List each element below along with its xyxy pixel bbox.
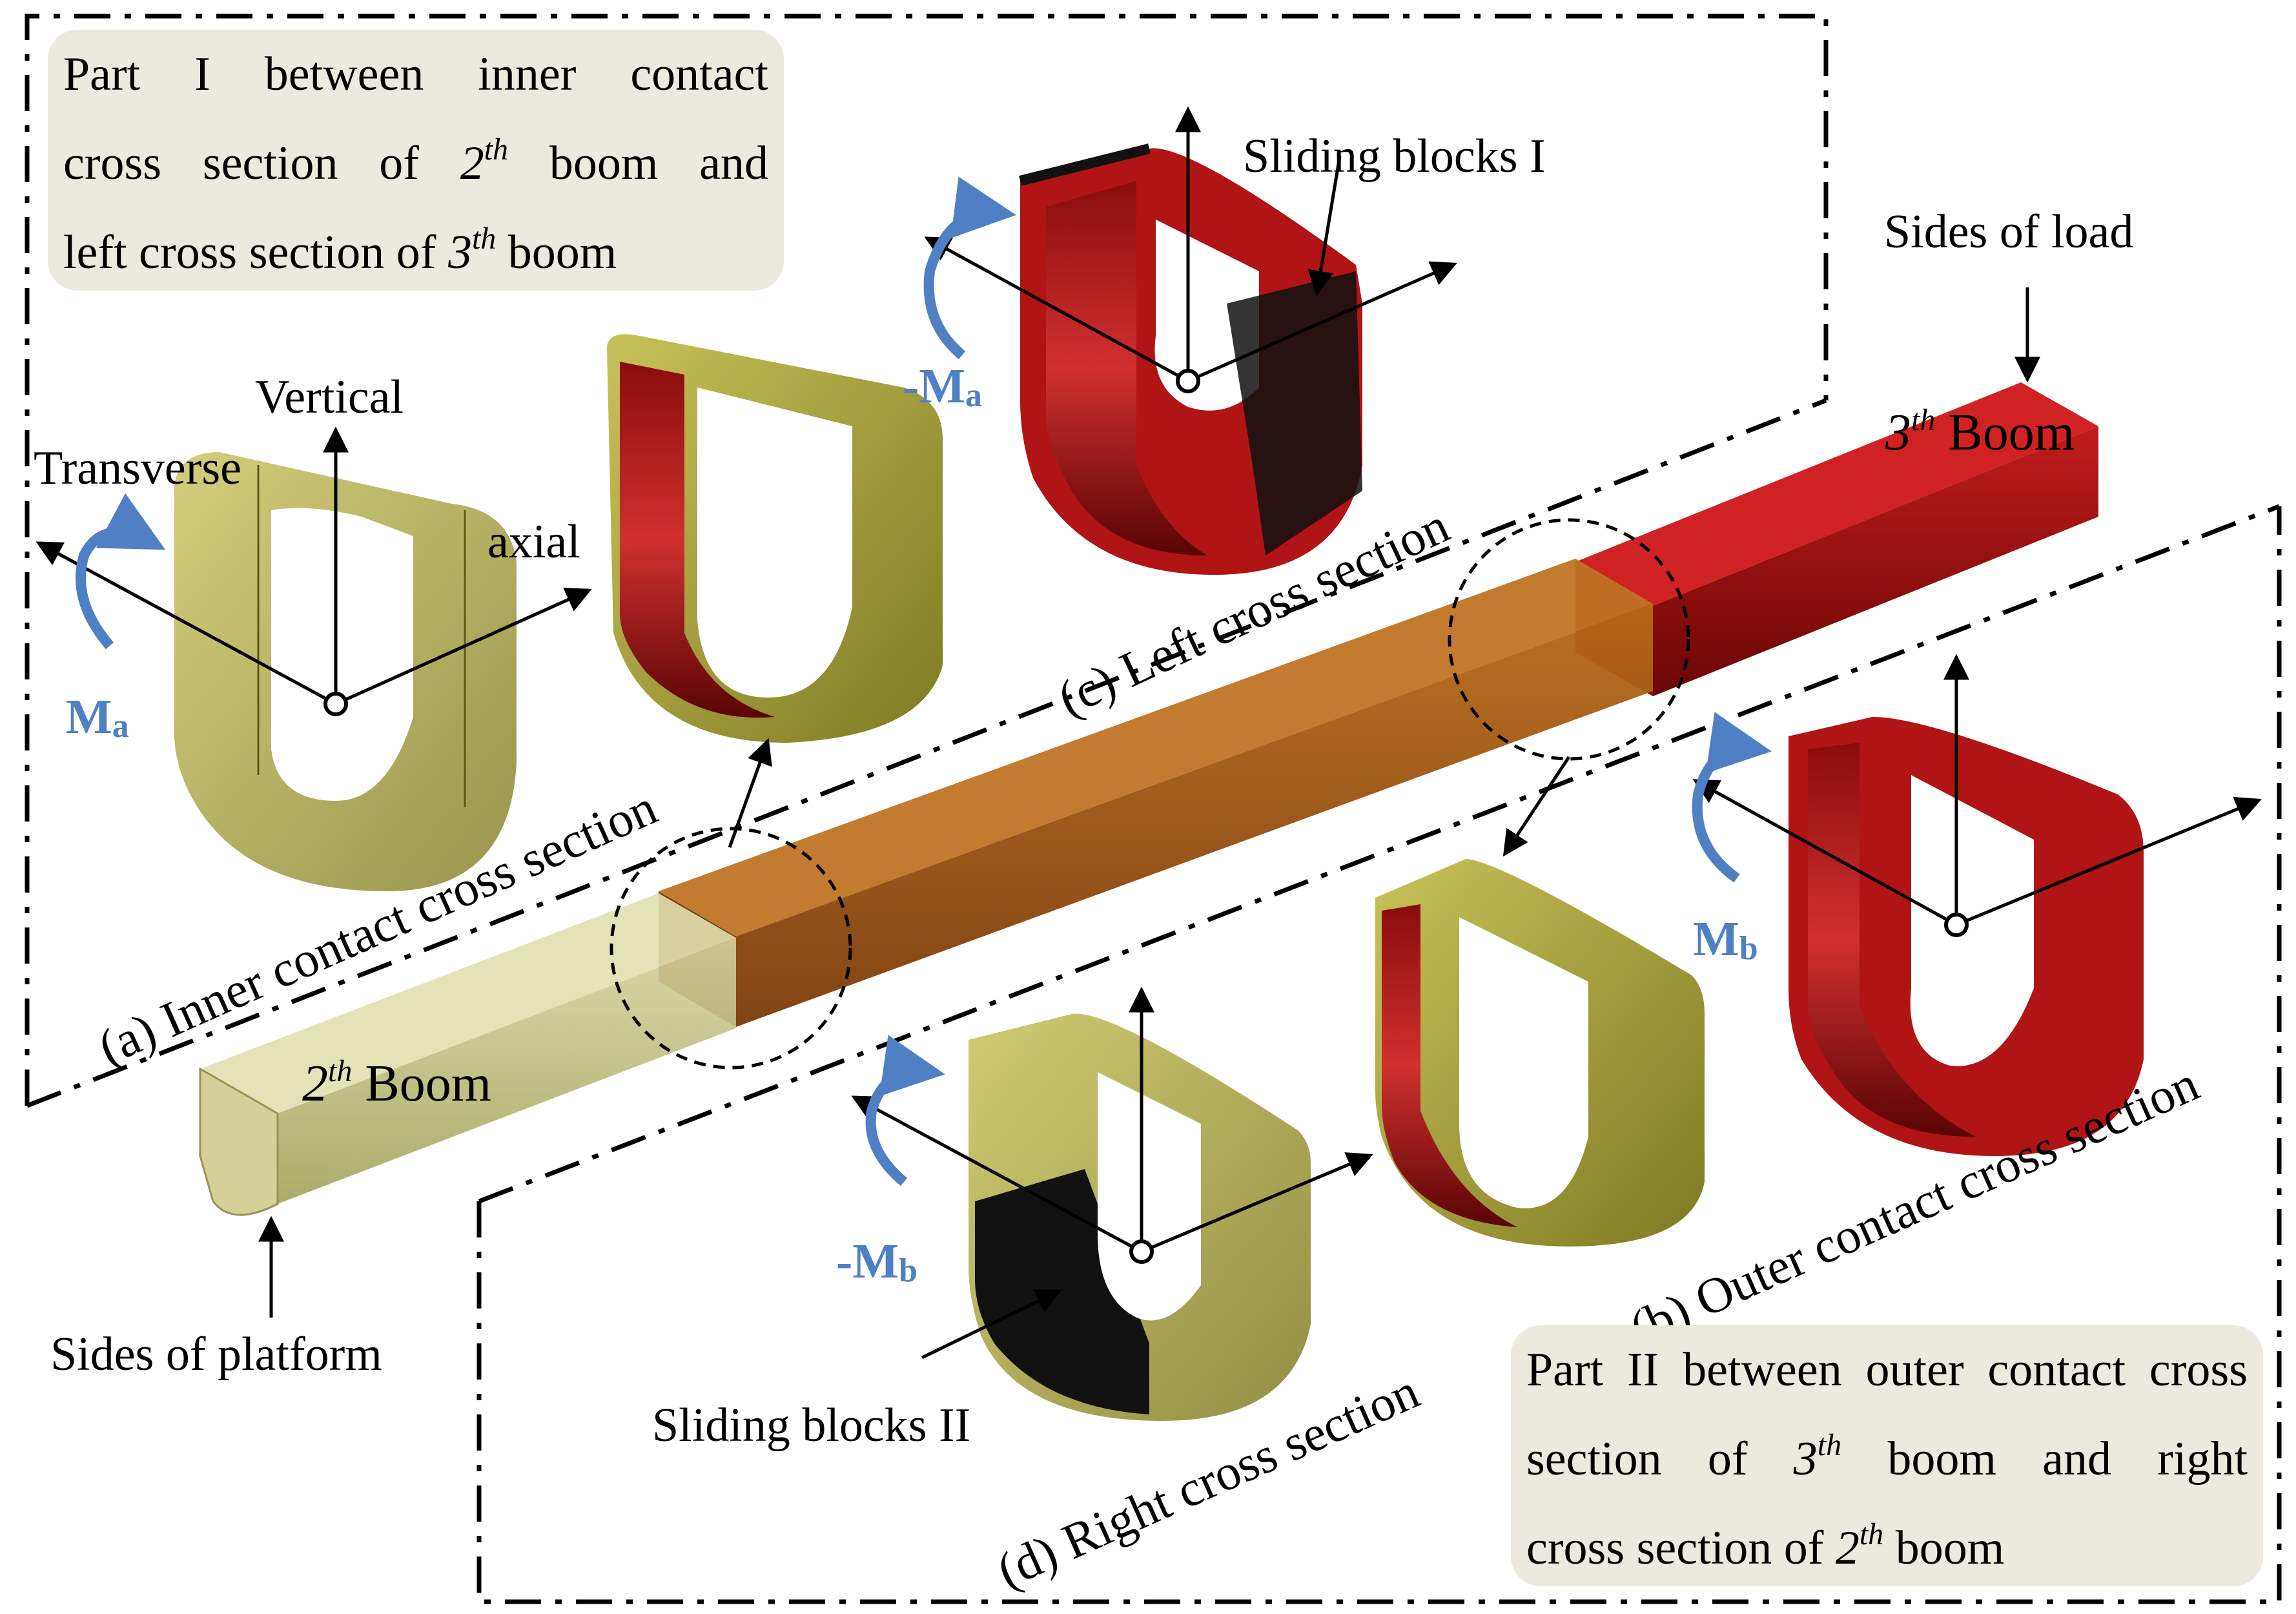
origin-d <box>1129 1239 1154 1264</box>
part-1-caption: Part I between inner contact cross secti… <box>48 30 784 291</box>
axial-label: axial <box>487 515 580 568</box>
boom-2-label: 2th Boom <box>302 1054 491 1112</box>
part-2-caption: Part II between outer contact cross sect… <box>1511 1325 2263 1586</box>
part-1-line-1: Part I between inner contact <box>63 48 768 101</box>
part-1-line-2: cross section of 2th boom and <box>63 132 768 191</box>
section-d-shape <box>969 1013 1311 1421</box>
inner-contact-circle <box>610 827 852 1070</box>
sides-of-load-label: Sides of load <box>1884 205 2134 258</box>
moment-arrow-neg-mb <box>865 1035 945 1186</box>
section-a-shape <box>174 452 517 891</box>
moment-arrow-ma <box>76 493 166 650</box>
section-b-shape <box>1789 717 2144 1156</box>
sides-of-platform-label: Sides of platform <box>50 1328 382 1381</box>
section-right-red-olive <box>1375 859 1705 1247</box>
sliding-blocks-1-label: Sliding blocks I <box>1243 130 1546 183</box>
boom-3-label: 3th Boom <box>1885 403 2075 461</box>
axes-b <box>1692 654 2262 927</box>
moment-mb-label: Mb <box>1693 912 1758 967</box>
boom-2 <box>199 893 736 1216</box>
outer-contact-circle <box>1448 518 1690 761</box>
axes-sliding-1 <box>924 106 1457 383</box>
origin-sliding-1 <box>1176 369 1200 393</box>
pointer-arrows <box>258 156 2040 1360</box>
section-c-shape <box>607 334 943 743</box>
axes-a <box>36 426 592 706</box>
origin-a <box>323 692 348 716</box>
vertical-label: Vertical <box>255 371 404 424</box>
section-sliding-1-shape <box>1019 143 1362 575</box>
moment-neg-mb-label: -Mb <box>836 1234 917 1289</box>
sliding-blocks-2-label: Sliding blocks II <box>652 1399 971 1452</box>
part-2-line-2: section of 3th boom and right <box>1526 1428 2248 1486</box>
origin-b <box>1944 913 1969 937</box>
moment-arrow-neg-ma <box>923 176 1016 360</box>
moment-ma-label: Ma <box>66 690 129 745</box>
part-2-line-3: cross section of 2th boom <box>1526 1517 2005 1575</box>
part-1-line-3: left cross section of 3th boom <box>63 222 617 280</box>
moment-neg-ma-label: -Ma <box>903 359 983 414</box>
moment-arrow-mb <box>1692 712 1772 883</box>
part-1-frame <box>25 14 1829 1108</box>
transverse-label: Transverse <box>34 442 242 495</box>
part-2-line-1: Part II between outer contact cross <box>1526 1343 2248 1396</box>
axes-d <box>851 986 1373 1254</box>
part-2-frame <box>477 504 2282 1604</box>
